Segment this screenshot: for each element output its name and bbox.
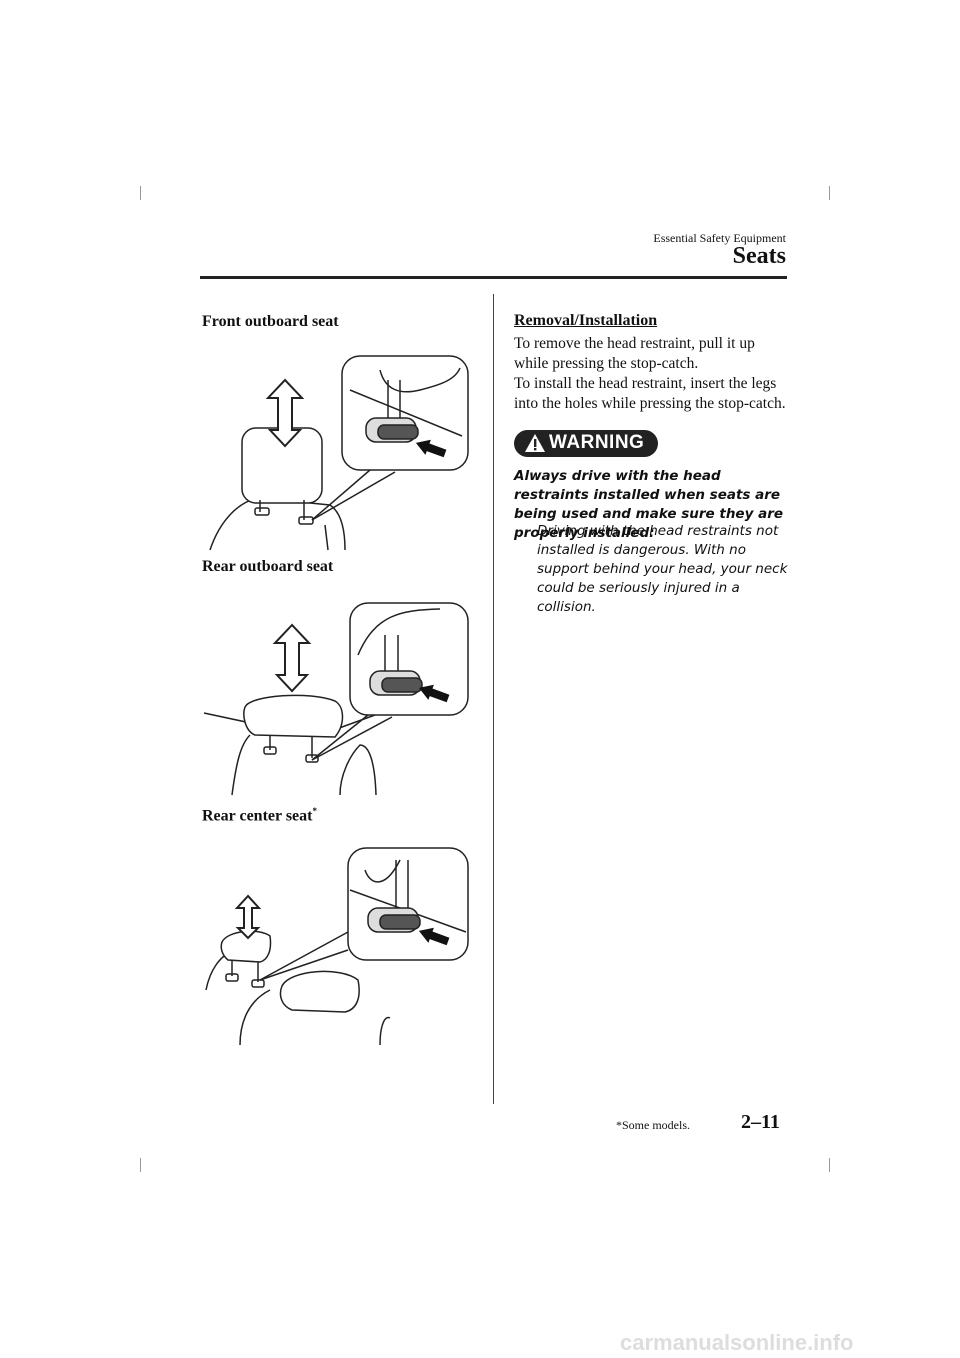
head-restraint-front-outboard-illustration (209, 355, 469, 551)
watermark-logo: carmanualsonline.info (620, 1330, 854, 1355)
warning-icon (525, 434, 545, 452)
figure-caption-rear-outboard: Rear outboard seat (202, 558, 334, 575)
warning-bold-text: Always drive with the head restraints in… (514, 468, 784, 541)
removal-instructions: To remove the head restraint, pull it up… (514, 334, 790, 414)
section-title: Essential Safety Equipment (653, 231, 786, 245)
head-restraint-rear-center-illustration (205, 847, 469, 1046)
warning-badge: WARNING (514, 430, 658, 457)
removal-paragraph: To remove the head restraint, pull it up… (514, 335, 755, 372)
header-rule (200, 276, 787, 279)
warning-text: Driving with the head restraints not ins… (537, 523, 788, 615)
page-number: 2–11 (741, 1111, 780, 1133)
page-title: Seats (732, 243, 786, 269)
warning-label: WARNING (549, 432, 645, 453)
footnote: *Some models. (616, 1118, 690, 1132)
column-divider (493, 294, 494, 1104)
figure-caption-front-outboard: Front outboard seat (202, 313, 339, 330)
subsection-heading: Removal/Installation (514, 312, 658, 329)
head-restraint-rear-outboard-illustration (203, 602, 469, 796)
figure-caption-rear-center: Rear center seat* (202, 806, 317, 825)
svg-text:carmanualsonline.info: carmanualsonline.info (620, 1330, 854, 1355)
installation-paragraph: To install the head restraint, insert th… (514, 375, 786, 412)
